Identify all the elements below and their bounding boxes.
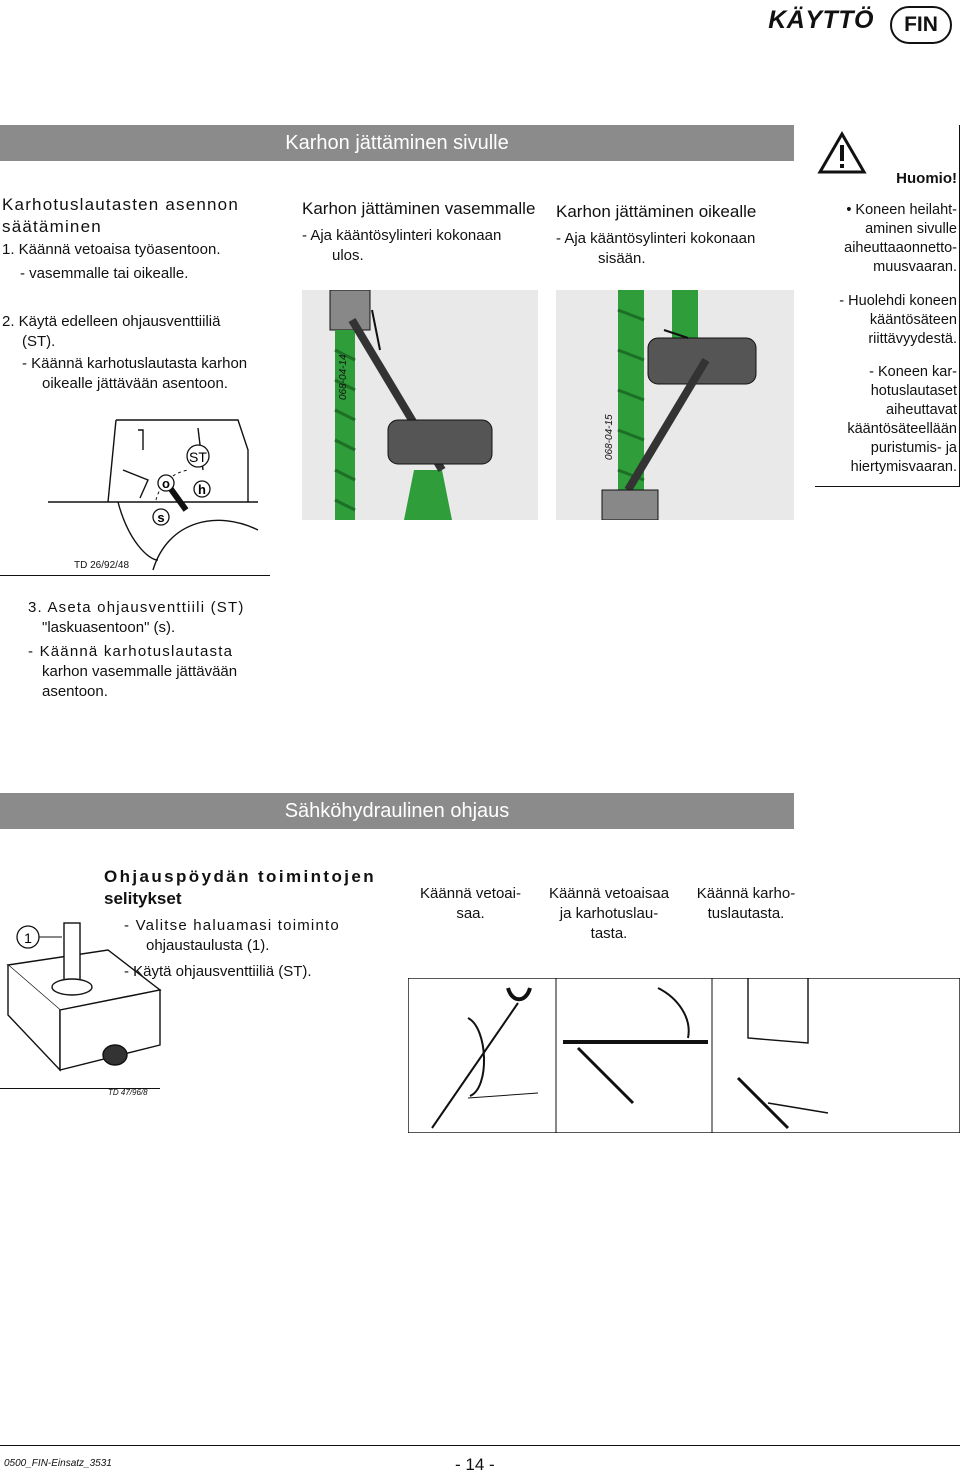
warning-b1-line4: muusvaaran. [873, 259, 957, 275]
control-box-figure: 1 [6, 922, 162, 1072]
warning-b3-line4: kääntösäteellään [847, 421, 957, 437]
function-col-1-line2: saa. [456, 905, 485, 922]
figure-divider-left [0, 575, 270, 576]
step-2-sub-a: - Käännä karhotuslautasta karhon [22, 355, 248, 372]
function-col-2-line1: Käännä vetoaisaa [548, 885, 670, 902]
control-heading-b: selitykset [104, 889, 182, 908]
control-lever-icon [155, 469, 189, 512]
label-s: s [157, 510, 164, 525]
control-line2: ohjaustaulusta (1). [146, 937, 270, 954]
warning-bullet-2: - Huolehdi koneen kääntösäteen riittävyy… [812, 292, 957, 349]
section-title-sahkohydraulinen: Sähköhydraulinen ohjaus [0, 793, 794, 829]
page-header-title: KÄYTTÖ [768, 6, 874, 34]
right-swath-image [556, 290, 794, 520]
function-col-1-line1: Käännä vetoai- [420, 885, 521, 902]
warning-b3-line5: puristumis- ja [870, 440, 957, 456]
step-1-sub: - vasemmalle tai oikealle. [20, 265, 189, 282]
figure-code-td47968: TD 47/96/8 [108, 1088, 148, 1097]
step-1: 1. Käännä vetoaisa työasentoon. [2, 241, 221, 258]
footer-page-number: - 14 - [455, 1455, 495, 1474]
warning-bullet-3: - Koneen kar- hotuslautaset aiheuttavat … [812, 363, 957, 477]
function-col-3-line2: tuslautasta. [707, 905, 785, 922]
right-swath-heading: Karhon jättäminen oikealle [556, 202, 757, 221]
left-heading: Karhotuslautasten asennon säätäminen [2, 195, 239, 236]
left-text-block: Karhotuslautasten asennon säätäminen 1. … [2, 194, 264, 394]
step-2a: 2. Käytä edelleen ohjausventtiiliä [2, 313, 221, 330]
function-col-2-line2: ja karhotuslau- [559, 905, 659, 922]
function-col-2-line3: tasta. [590, 925, 628, 942]
image-code-06804-14: 068-04-14 [338, 354, 349, 400]
image-code-06804-15: 068-04-15 [604, 414, 615, 460]
language-badge: FIN [890, 6, 952, 44]
warning-triangle-icon [817, 131, 867, 174]
left-swath-heading: Karhon jättäminen vasemmalle [302, 199, 536, 218]
left-swath-line2: ulos. [332, 247, 364, 264]
warning-b2-line1: - Huolehdi koneen [839, 293, 957, 309]
tractor-cab-figure: ST o h s [48, 419, 259, 571]
warning-title: Huomio! [896, 170, 957, 187]
control-line3: - Käytä ohjausventtiiliä (ST). [124, 963, 312, 980]
warning-bullet-1: • Koneen heilaht- aminen sivulle aiheutt… [812, 201, 957, 277]
left-swath-line1: - Aja kääntösylinteri kokonaan [302, 227, 502, 244]
diagram-drawbar-and-rake-icon [563, 987, 708, 1105]
warning-b2-line3: riittävyydestä. [868, 331, 957, 347]
step-2b: (ST). [22, 333, 56, 350]
step-2-sub-b: oikealle jättävään asentoon. [42, 375, 228, 392]
warning-b3-line6: hiertymisvaaran. [850, 459, 957, 475]
left-swath-text: Karhon jättäminen vasemmalle - Aja käänt… [302, 198, 547, 266]
figure-code-td2692: TD 26/92/48 [74, 560, 130, 571]
warning-b3-line2: hotuslautaset [870, 383, 957, 399]
right-swath-text: Karhon jättäminen oikealle - Aja kääntös… [556, 201, 806, 269]
figure-divider-control [0, 1088, 160, 1089]
label-o: o [162, 476, 170, 491]
warning-b3-line3: aiheuttavat [886, 402, 957, 418]
function-col-3-text: Käännä karho- tuslautasta. [684, 884, 808, 924]
control-text-block: Ohjauspöydän toimintojen selitykset - Va… [104, 866, 404, 982]
callout-1: 1 [24, 930, 32, 946]
control-heading-a: Ohjauspöydän toimintojen [104, 867, 376, 886]
right-swath-line1: - Aja kääntösylinteri kokonaan [556, 230, 756, 247]
step-3-sub-a: - Käännä karhotuslautasta [28, 643, 234, 660]
warning-b1-line1: • Koneen heilaht- [846, 202, 957, 218]
function-col-3-line1: Käännä karho- [696, 885, 796, 902]
function-diagrams [408, 978, 960, 1133]
warning-b1-line2: aminen sivulle [865, 221, 957, 237]
function-col-2-text: Käännä vetoaisaa ja karhotuslau- tasta. [536, 884, 682, 944]
step-3a: 3. Aseta ohjausventtiili (ST) [28, 599, 245, 616]
footer-doc-code: 0500_FIN-Einsatz_3531 [4, 1458, 112, 1469]
control-line1: - Valitse haluamasi toiminto [124, 917, 340, 934]
label-st: ST [189, 449, 207, 465]
warning-b1-line3: aiheuttaaonnetto- [844, 240, 957, 256]
section-title-karhon: Karhon jättäminen sivulle [0, 125, 794, 161]
warning-b3-line1: - Koneen kar- [869, 364, 957, 380]
warning-b2-line2: kääntösäteen [869, 312, 957, 328]
warning-box: Huomio! • Koneen heilaht- aminen sivulle… [815, 125, 960, 487]
label-h: h [198, 482, 206, 497]
right-swath-line2: sisään. [598, 250, 646, 267]
step-3-block: 3. Aseta ohjausventtiili (ST) "laskuasen… [28, 598, 268, 702]
step-3b: "laskuasentoon" (s). [42, 619, 176, 636]
function-col-1-text: Käännä vetoai- saa. [408, 884, 533, 924]
step-3-sub-c: asentoon. [42, 683, 108, 700]
left-swath-image [302, 290, 538, 520]
diagram-drawbar-icon [431, 987, 539, 1129]
step-3-sub-b: karhon vasemmalle jättävään [42, 663, 238, 680]
footer-rule [0, 1445, 960, 1446]
diagram-rake-icon [736, 978, 829, 1130]
